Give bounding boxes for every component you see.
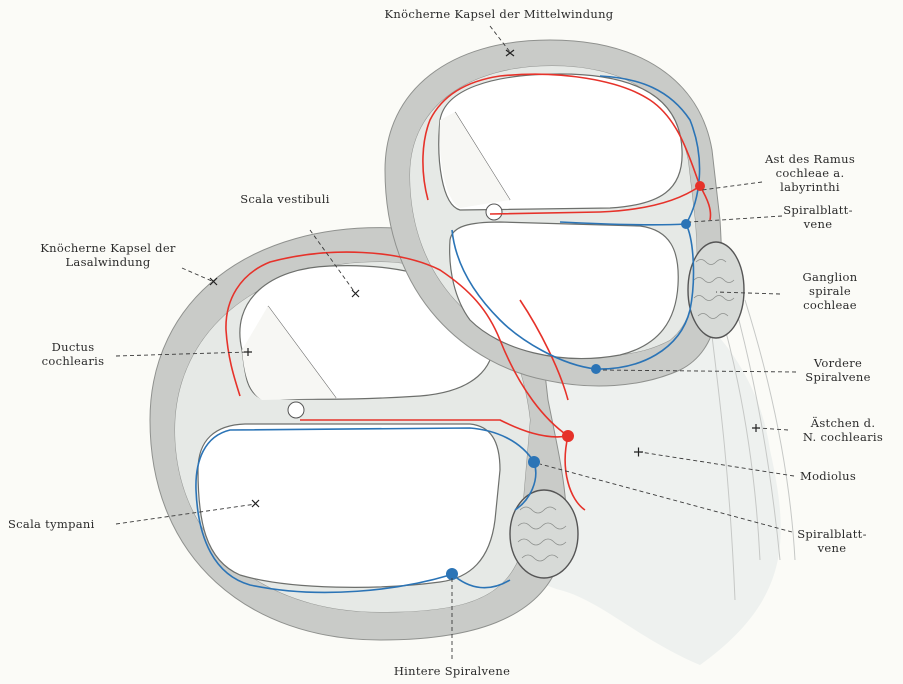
middle-spiral-ganglion [688, 242, 744, 338]
label-spiralblatt-vene-upper: Spiralblatt- vene [768, 203, 868, 231]
spiralblatt-vein-upper-dot [681, 219, 691, 229]
label-mittelwindung-capsule: Knöcherne Kapsel der Mittelwindung [334, 7, 664, 21]
label-hintere-spiralvene: Hintere Spiralvene [362, 664, 542, 678]
label-scala-vestibuli: Scala vestibuli [220, 192, 350, 206]
label-scala-tympani: Scala tympani [8, 517, 118, 531]
spiralblatt-vein-lower-dot [528, 456, 540, 468]
label-vordere-spiralvene: Vordere Spiralvene [788, 356, 888, 384]
label-ductus-cochlearis: Ductus cochlearis [30, 340, 116, 368]
label-spiralblatt-vene-lower: Spiralblatt- vene [782, 527, 882, 555]
label-modiolus: Modiolus [800, 469, 890, 483]
label-basalwindung-capsule: Knöcherne Kapsel der Lasalwindung [18, 241, 198, 269]
artery-branch-dot [562, 430, 574, 442]
label-ganglion-spirale: Ganglion spirale cochleae [780, 270, 880, 312]
basal-spiral-ganglion [510, 490, 578, 578]
basal-organ-of-corti [288, 402, 304, 418]
middle-organ-of-corti [486, 204, 502, 220]
label-ast-des-ramus: Ast des Ramus cochleae a. labyrinthi [750, 152, 870, 194]
vordere-spiralvene-dot [591, 364, 601, 374]
label-aestchen-n-cochlearis: Ästchen d. N. cochlearis [788, 416, 898, 444]
